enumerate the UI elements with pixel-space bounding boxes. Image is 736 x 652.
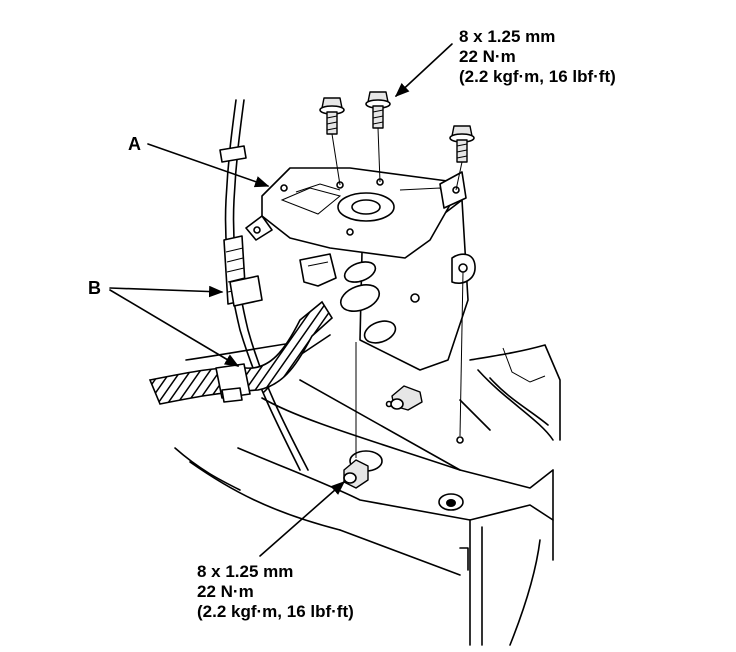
spec-top-bolt-size: 8 x 1.25 mm [459, 27, 555, 46]
alignment-lines [331, 127, 464, 458]
bolt-top-left [319, 97, 345, 135]
spec-bottom-torque-alt: (2.2 kgf·m, 16 lbf·ft) [197, 602, 354, 621]
wire-harness [148, 300, 334, 405]
bolt-bottom [343, 450, 383, 489]
bolt-top-right [449, 125, 475, 163]
torque-spec-top: 8 x 1.25 mm 22 N·m (2.2 kgf·m, 16 lbf·ft… [459, 27, 616, 86]
bolt-side [390, 385, 423, 411]
bolt-top-center [365, 91, 391, 129]
spec-top-torque-alt: (2.2 kgf·m, 16 lbf·ft) [459, 67, 616, 86]
vehicle-body-panels [174, 334, 561, 646]
spec-top-torque-nm: 22 N·m [459, 47, 516, 66]
callout-label-a: A [128, 134, 141, 154]
bracket-assembly [245, 167, 476, 371]
torque-spec-bottom: 8 x 1.25 mm 22 N·m (2.2 kgf·m, 16 lbf·ft… [197, 562, 354, 621]
callout-leaders [109, 43, 453, 557]
spec-bottom-torque-nm: 22 N·m [197, 582, 254, 601]
spec-bottom-bolt-size: 8 x 1.25 mm [197, 562, 293, 581]
callout-label-b: B [88, 278, 101, 298]
wire-cable [219, 99, 309, 471]
